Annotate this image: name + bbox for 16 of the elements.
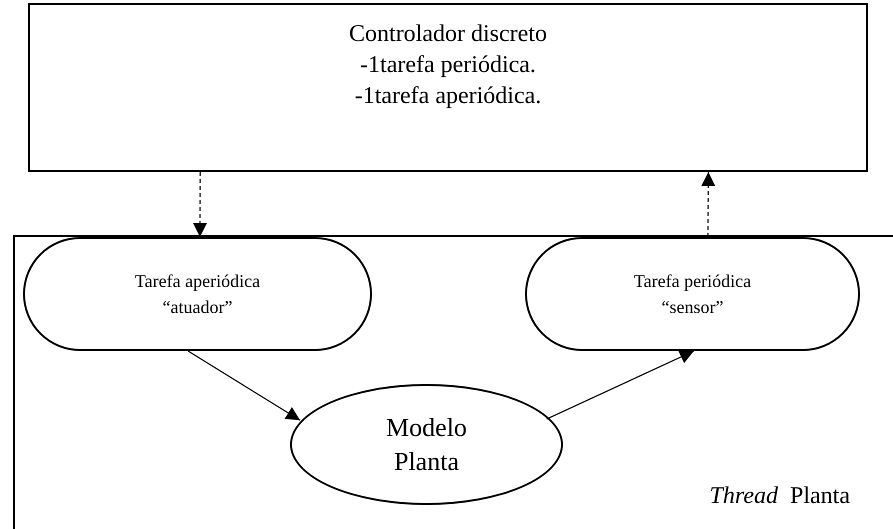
node-label: Tarefa aperiódica “atuador” bbox=[134, 270, 262, 319]
node-label: Tarefa periódica “sensor” bbox=[632, 270, 752, 319]
task-pill bbox=[23, 237, 372, 351]
list-item: -1tarefa periódica. bbox=[360, 51, 536, 80]
arrow bbox=[546, 350, 694, 420]
list-item: -1tarefa aperiódica. bbox=[354, 82, 542, 111]
node-label: Modelo Planta bbox=[385, 412, 468, 478]
arrow bbox=[193, 172, 207, 237]
region-label: Thread Planta bbox=[710, 482, 850, 511]
controller-box bbox=[28, 3, 868, 172]
arrow bbox=[188, 350, 300, 421]
thread-region bbox=[13, 235, 893, 529]
box-title: Controlador discreto bbox=[349, 20, 547, 49]
model-ellipse bbox=[290, 384, 563, 505]
arrow bbox=[701, 172, 716, 237]
task-pill bbox=[525, 237, 860, 351]
